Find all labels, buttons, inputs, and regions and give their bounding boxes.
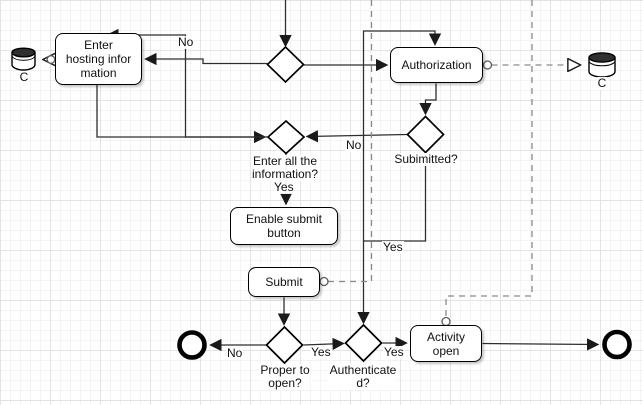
end-event-left-circle[interactable] <box>177 330 207 360</box>
edge-label-yes-enter-all-info: Yes <box>273 180 295 194</box>
gateway-top-decision[interactable] <box>266 45 305 84</box>
datastore-right-icon[interactable] <box>588 52 616 78</box>
edge-label-yes-authenticated: Yes <box>383 345 405 359</box>
association-source-dot-submit[interactable] <box>319 276 329 287</box>
datastore-left-icon[interactable] <box>11 47 36 71</box>
gateway-authenticated[interactable] <box>344 323 383 363</box>
edge-enter-hosting-to-enter-all-info[interactable] <box>96 85 267 144</box>
task-enter-hosting-information[interactable]: Enter hosting infor mation <box>55 33 142 85</box>
task-activity-open[interactable]: Activity open <box>410 325 482 362</box>
end-event-right-circle[interactable] <box>602 329 632 360</box>
edge-junction-to-authorization-top[interactable] <box>362 30 442 241</box>
task-label: Enable submit button <box>245 212 323 240</box>
datastore-right-label: C <box>596 76 608 90</box>
gateway-label-submitted: Subimitted? <box>393 152 459 166</box>
task-label: Activity open <box>426 329 465 358</box>
edge-label-yes-proper: Yes <box>310 345 332 359</box>
edge-activity-open-to-end-event[interactable] <box>482 338 600 351</box>
edge-submitted-no-to-enter-all-info[interactable] <box>305 130 408 143</box>
task-submit[interactable]: Submit <box>248 267 320 297</box>
gateway-enter-all-info[interactable] <box>266 119 306 155</box>
gateway-label-enter-all-info: Enter all the information? <box>250 154 320 181</box>
gateway-submitted[interactable] <box>406 115 445 154</box>
task-label: Enter hosting infor mation <box>65 38 132 80</box>
edge-no-return-to-enter-hosting[interactable] <box>106 28 268 138</box>
gateway-label-authenticated: Authenticate d? <box>328 363 398 390</box>
gateway-proper-to-open[interactable] <box>265 325 304 365</box>
edge-top-gateway-no-to-enter-hosting[interactable] <box>144 52 268 66</box>
association-source-dot-enter-hosting[interactable] <box>46 55 56 64</box>
edge-label-no-submitted: No <box>345 138 363 152</box>
edge-proper-yes-to-authenticated[interactable] <box>303 337 345 351</box>
edge-label-yes-submitted: Yes <box>382 240 404 254</box>
edge-label-no-top: No <box>177 35 195 49</box>
task-label: Authorization <box>401 58 472 72</box>
association-source-dot-authorization[interactable] <box>482 60 493 70</box>
task-label: Submit <box>265 275 303 289</box>
datastore-left-label: C <box>18 70 30 84</box>
edge-submit-dashed-up[interactable] <box>328 0 373 283</box>
task-enable-submit-button[interactable]: Enable submit button <box>230 207 338 245</box>
edge-dashed-to-activity-open[interactable] <box>445 0 533 317</box>
task-authorization[interactable]: Authorization <box>390 47 483 83</box>
edge-label-no-proper: No <box>226 346 244 360</box>
gateway-label-proper-to-open: Proper to open? <box>259 363 311 390</box>
edge-authorization-to-submitted[interactable] <box>419 83 437 116</box>
